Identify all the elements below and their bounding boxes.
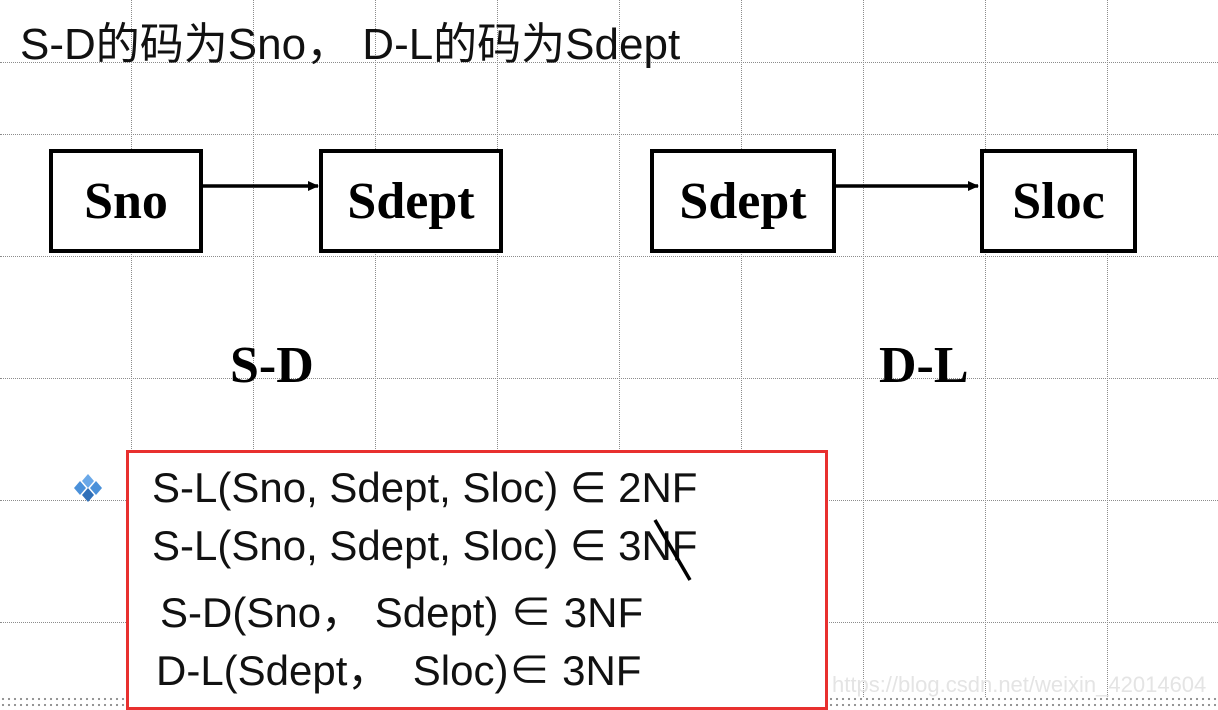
sd-to-box: Sdept	[319, 149, 503, 253]
sd-relation-label: S-D	[230, 337, 314, 394]
sd-from-box: Sno	[49, 149, 203, 253]
statements-box	[126, 450, 828, 710]
dl-relation-label: D-L	[879, 337, 969, 394]
statement-1: S-L(Sno, Sdept, Sloc) ∈ 2NF	[152, 464, 698, 511]
dl-from-box: Sdept	[650, 149, 836, 253]
diamond-bullet-icon	[74, 474, 102, 502]
dl-to-box: Sloc	[980, 149, 1137, 253]
statement-4: D-L(Sdept， Sloc)∈ 3NF	[156, 647, 642, 694]
page-title: S-D的码为Sno， D-L的码为Sdept	[20, 20, 681, 69]
statement-3: S-D(Sno， Sdept) ∈ 3NF	[160, 589, 644, 636]
watermark: https://blog.csdn.net/weixin_42014604	[832, 672, 1207, 697]
statement-2: S-L(Sno, Sdept, Sloc) ∈ 3NF	[152, 522, 698, 569]
